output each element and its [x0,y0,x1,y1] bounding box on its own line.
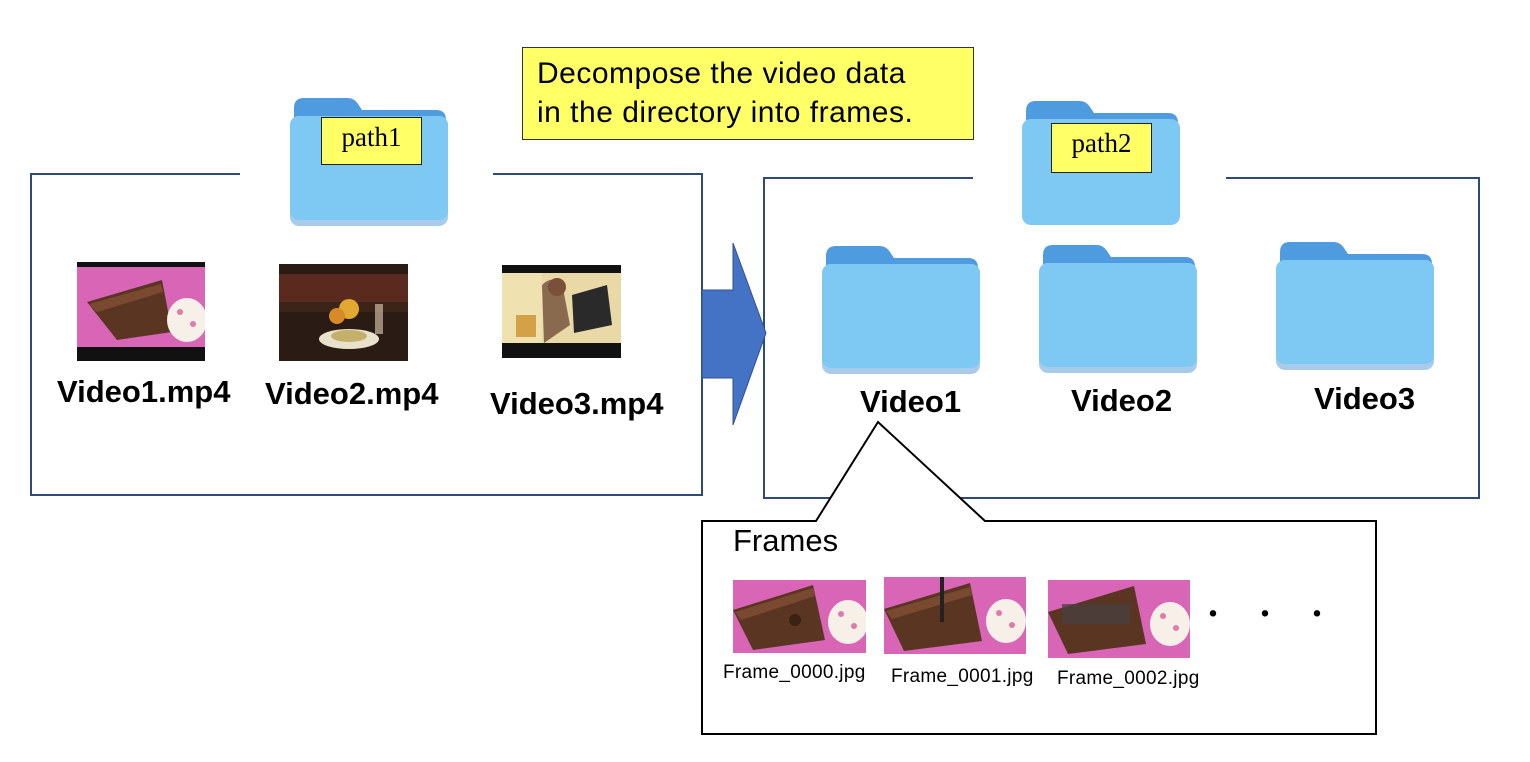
note-line-2: in the directory into frames. [537,96,914,129]
folder-video1-label[interactable]: Video1 [860,384,962,419]
target-box-outline [763,177,1480,499]
file-video1[interactable]: Video1.mp4 [57,374,231,409]
folder-video1-icon[interactable] [822,242,982,377]
description-note: Decompose the video data in the director… [522,47,974,140]
frame-0001-thumbnail[interactable] [884,577,1026,654]
right-arrow [701,242,767,426]
note-line-1: Decompose the video data [537,57,906,90]
file-video2[interactable]: Video2.mp4 [265,376,439,411]
frame-0000-thumbnail[interactable] [733,580,866,653]
frames-title: Frames [733,523,839,558]
frames-callout [701,420,1377,735]
video2-thumbnail[interactable] [279,264,408,361]
frame-0002-thumbnail[interactable] [1048,580,1190,658]
folder-video2-icon[interactable] [1039,241,1199,376]
folder-video3-icon[interactable] [1276,238,1436,373]
frame-0002-label[interactable]: Frame_0002.jpg [1057,668,1200,689]
file-video3[interactable]: Video3.mp4 [490,386,664,421]
video1-thumbnail[interactable] [77,262,205,361]
path2-label: path2 [1051,123,1152,173]
more-frames-ellipsis: ・・・ [1198,599,1354,632]
frame-0000-label[interactable]: Frame_0000.jpg [723,662,866,683]
folder-video2-label[interactable]: Video2 [1071,383,1173,418]
folder-video3-label[interactable]: Video3 [1314,381,1416,416]
source-box-outline [30,173,703,496]
video3-thumbnail[interactable] [502,265,621,358]
path1-label: path1 [321,117,422,165]
frame-0001-label[interactable]: Frame_0001.jpg [891,666,1034,687]
